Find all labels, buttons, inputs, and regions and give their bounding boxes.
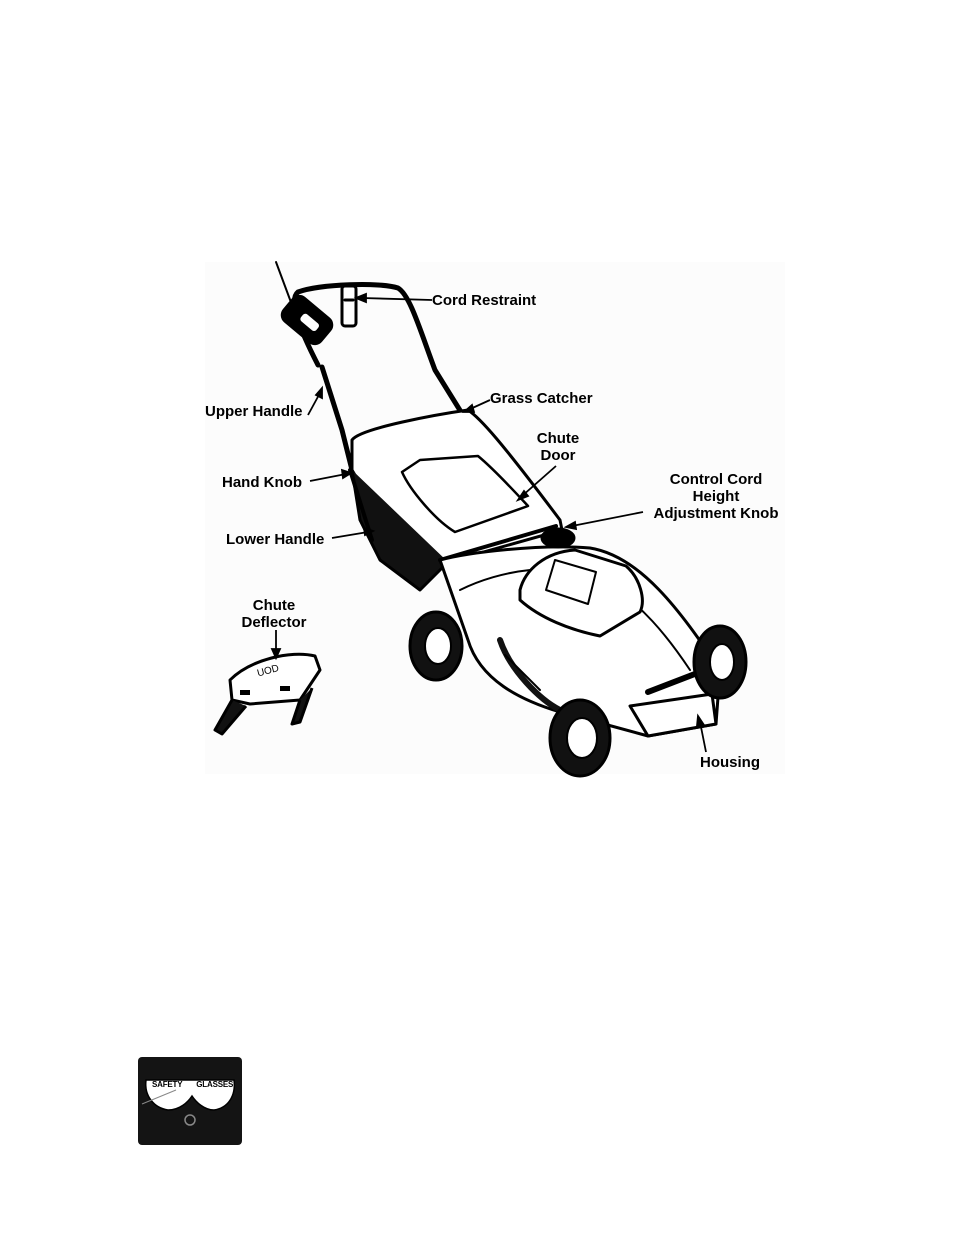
label-height-adjustment-knob: Height Adjustment Knob xyxy=(642,488,790,522)
label-control-cord: Control Cord xyxy=(656,471,776,488)
label-chute-deflector: Chute Deflector xyxy=(232,597,316,631)
label-hand-knob: Hand Knob xyxy=(222,474,302,491)
label-chute-door-line1: Chute xyxy=(526,430,590,447)
label-height-line2: Adjustment Knob xyxy=(642,505,790,522)
label-lower-handle: Lower Handle xyxy=(226,531,324,548)
label-upper-handle: Upper Handle xyxy=(205,403,303,420)
label-height-line1: Height xyxy=(642,488,790,505)
label-chute-deflector-line1: Chute xyxy=(232,597,316,614)
badge-text-right: GLASSES xyxy=(196,1080,233,1089)
safety-glasses-badge-text: SAFETY GLASSES xyxy=(152,1080,233,1089)
badge-text-left: SAFETY xyxy=(152,1080,182,1089)
label-housing: Housing xyxy=(700,754,760,771)
label-chute-door: Chute Door xyxy=(526,430,590,464)
height-adjustment-knob xyxy=(542,529,574,547)
cord-restraint-clip xyxy=(342,286,356,326)
label-chute-deflector-line2: Deflector xyxy=(232,614,316,631)
label-cord-restraint: Cord Restraint xyxy=(432,292,536,309)
label-chute-door-line2: Door xyxy=(526,447,590,464)
label-grass-catcher: Grass Catcher xyxy=(490,390,593,407)
